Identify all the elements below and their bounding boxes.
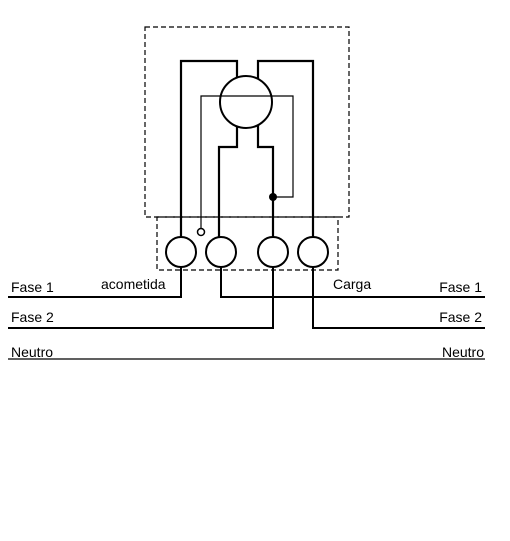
terminal-block: [156, 216, 339, 271]
acometida-label: acometida: [101, 276, 166, 292]
terminal-3: [257, 236, 289, 268]
right-fase1-label: Fase 1: [439, 279, 482, 295]
terminal-1: [165, 236, 197, 268]
left-fase1-label: Fase 1: [11, 279, 54, 295]
fase2-load-wire: [312, 267, 485, 329]
fase2-supply-wire: [8, 267, 274, 329]
left-fase2-label: Fase 2: [11, 309, 54, 325]
open-terminal-dot: [196, 227, 206, 237]
right-neutro-label: Neutro: [442, 344, 484, 360]
fase1-supply-wire: [8, 267, 182, 298]
fase1-load-wire: [220, 267, 485, 298]
terminal-2: [205, 236, 237, 268]
terminal-4: [297, 236, 329, 268]
left-neutro-label: Neutro: [11, 344, 53, 360]
voltage-coil: [200, 95, 294, 231]
right-fase2-label: Fase 2: [439, 309, 482, 325]
junction-dot: [269, 193, 277, 201]
meter-disc: [219, 75, 273, 129]
carga-label: Carga: [333, 276, 371, 292]
